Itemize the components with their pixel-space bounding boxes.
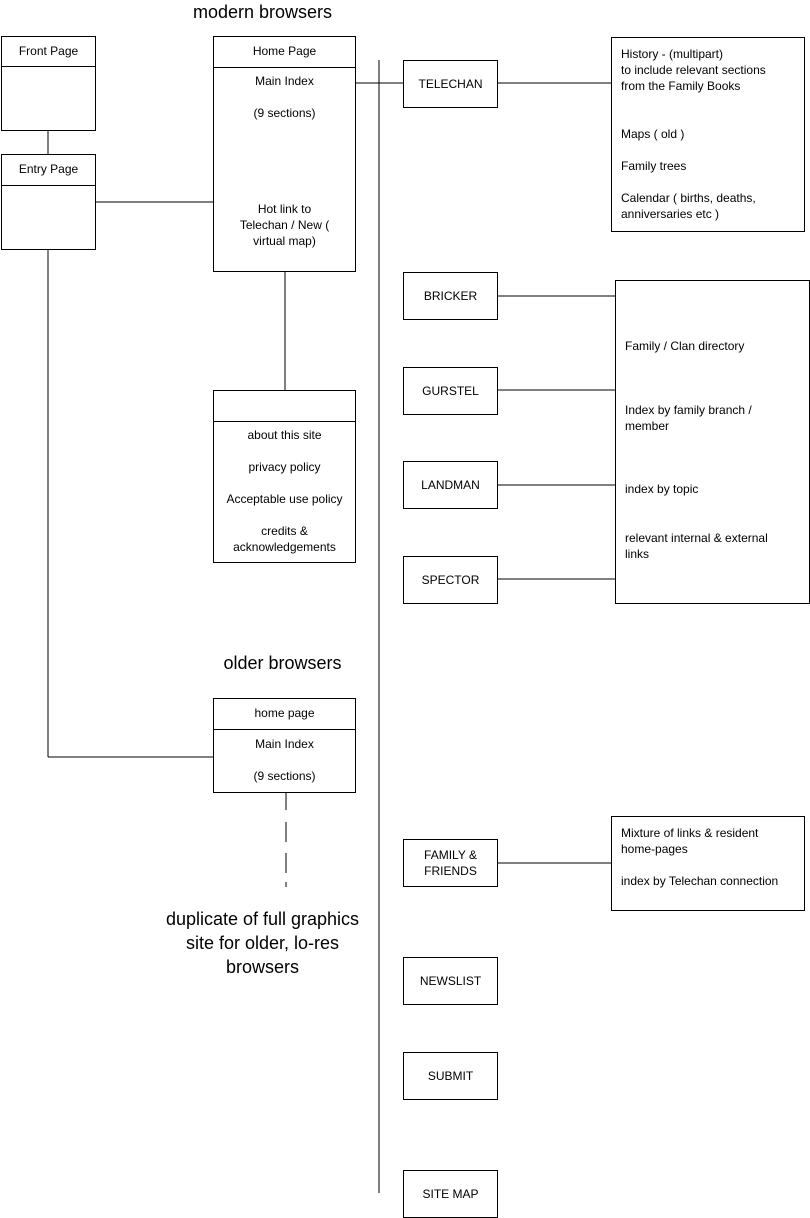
friends-content-box [611, 816, 805, 911]
credits-link[interactable]: credits & acknowledgements [233, 524, 336, 554]
home-page-title: Home Page [214, 37, 355, 68]
duplicate-site-note: duplicate of full graphics site for olde… [165, 909, 360, 977]
relevant-links-item: relevant internal & external links [625, 531, 768, 561]
acceptable-use-link[interactable]: Acceptable use policy [226, 492, 343, 506]
index-branch-item: Index by family branch / member [625, 403, 752, 433]
home-hot-link-label[interactable]: Hot link to Telechan / New ( virtual map… [239, 202, 330, 248]
privacy-policy-link[interactable]: privacy policy [248, 460, 321, 474]
front-page-title: Front Page [2, 37, 95, 67]
entry-page-title: Entry Page [2, 155, 95, 186]
family-friends-button[interactable]: FAMILY & FRIENDS [403, 839, 498, 887]
older-main-index-label: Main Index [255, 737, 314, 751]
maps-item: Maps ( old ) [621, 127, 685, 141]
entry-page-box[interactable]: Entry Page [1, 154, 96, 250]
submit-button[interactable]: SUBMIT [403, 1052, 498, 1100]
family-content-box [615, 280, 810, 604]
front-page-box[interactable]: Front Page [1, 36, 96, 131]
home-page-box[interactable]: Home Page [213, 36, 356, 272]
modern-browsers-heading: modern browsers [192, 2, 333, 22]
older-home-page-title: home page [214, 699, 355, 730]
site-info-header [214, 391, 355, 422]
mixture-links-item: Mixture of links & resident home-pages [621, 826, 759, 856]
site-map-button[interactable]: SITE MAP [403, 1170, 498, 1218]
gurstel-button[interactable]: GURSTEL [403, 367, 498, 415]
site-info-box [213, 390, 356, 563]
clan-directory-item: Family / Clan directory [625, 339, 745, 353]
home-main-index-label: Main Index [255, 74, 314, 88]
telechan-content-box [611, 37, 805, 232]
newslist-button[interactable]: NEWSLIST [403, 957, 498, 1005]
index-topic-item: index by topic [625, 482, 699, 496]
telechan-button[interactable]: TELECHAN [403, 60, 498, 108]
older-sections-label: (9 sections) [253, 769, 316, 783]
landman-button[interactable]: LANDMAN [403, 461, 498, 509]
older-browsers-heading: older browsers [223, 653, 342, 673]
spector-button[interactable]: SPECTOR [403, 556, 498, 604]
older-home-page-box[interactable]: home page [213, 698, 356, 793]
bricker-button[interactable]: BRICKER [403, 272, 498, 320]
home-sections-label: (9 sections) [253, 106, 316, 120]
index-telechan-item: index by Telechan connection [621, 874, 779, 888]
calendar-item: Calendar ( births, deaths, anniversaries… [621, 191, 756, 221]
history-item: History - (multipart) to include relevan… [621, 47, 766, 93]
about-site-link[interactable]: about this site [247, 428, 322, 442]
family-trees-item: Family trees [621, 159, 687, 173]
